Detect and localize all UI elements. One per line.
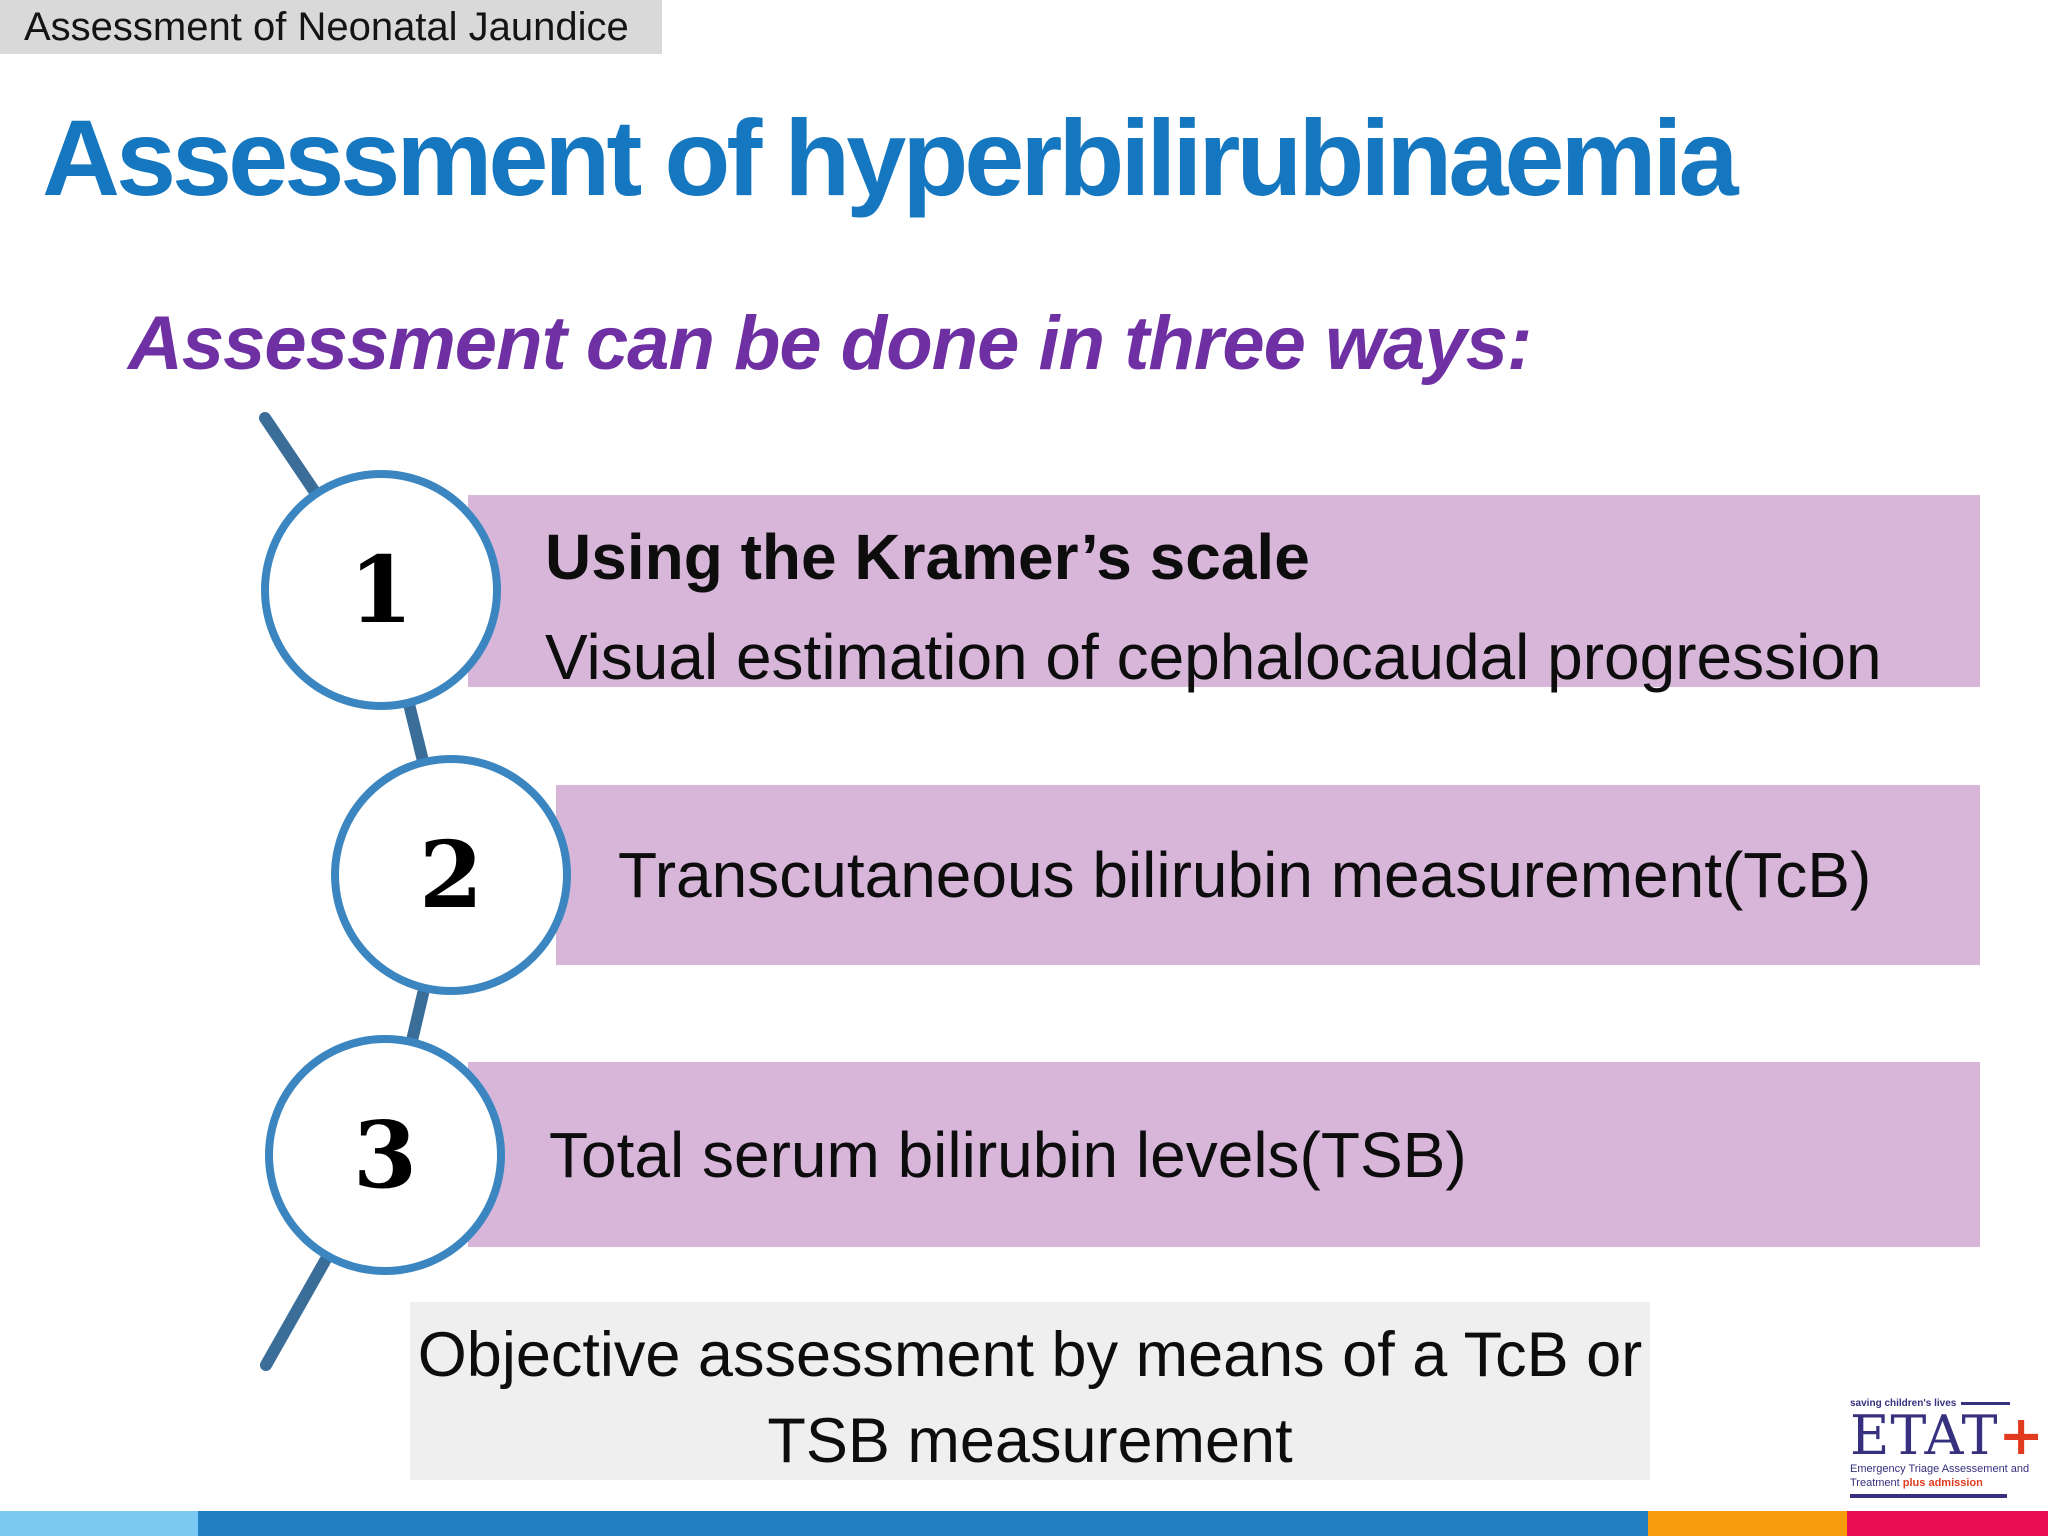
step-3-band: Total serum bilirubin levels(TSB) <box>468 1062 1980 1247</box>
etat-logo-subtitle-2-navy: Treatment <box>1850 1477 1903 1489</box>
step-1-circle: 1 <box>261 470 501 710</box>
bar-segment-crimson <box>1847 1511 2048 1536</box>
corner-tag: Assessment of Neonatal Jaundice <box>0 0 662 54</box>
etat-logo-tagline-row: saving children's lives <box>1850 1398 2010 1409</box>
step-2-description: Transcutaneous bilirubin measurement(TcB… <box>618 839 1872 911</box>
step-3-description: Total serum bilirubin levels(TSB) <box>549 1118 1467 1191</box>
bar-segment-orange <box>1648 1511 1847 1536</box>
step-1-description: Visual estimation of cephalocaudal progr… <box>545 621 1882 693</box>
bar-segment-lightblue <box>0 1511 198 1536</box>
step-3-circle: 3 <box>265 1035 505 1275</box>
subtitle: Assessment can be done in three ways: <box>128 301 1532 386</box>
note-line-1: Objective assessment by means of a TcB o… <box>417 1320 1643 1390</box>
etat-logo-wordmark: ETAT+ <box>1850 1408 2044 1463</box>
etat-logo-subtitle-2: Treatment plus admission <box>1850 1476 2010 1490</box>
etat-logo-subtitle-2-red: plus admission <box>1902 1477 1983 1489</box>
etat-logo: saving children's lives ETAT+ Emergency … <box>1850 1398 2044 1498</box>
step-1-number: 1 <box>348 536 413 644</box>
step-2-band: Transcutaneous bilirubin measurement(TcB… <box>556 785 1980 965</box>
step-2-circle: 2 <box>331 755 571 995</box>
etat-logo-tagline: saving children's lives <box>1850 1398 1957 1409</box>
bar-segment-blue <box>198 1511 1648 1536</box>
bottom-color-bar <box>0 1511 2048 1536</box>
note-line-2: TSB measurement <box>767 1406 1293 1476</box>
etat-logo-wordmark-text: ETAT <box>1850 1404 1999 1467</box>
step-1-heading: Using the Kramer’s scale <box>545 521 1310 593</box>
etat-logo-tagline-rule <box>1961 1402 2010 1405</box>
etat-logo-plus: + <box>1998 1403 2045 1467</box>
note-box: Objective assessment by means of a TcB o… <box>410 1302 1650 1480</box>
step-3-number: 3 <box>352 1101 417 1209</box>
step-1-band: Using the Kramer’s scale Visual estimati… <box>468 495 1980 693</box>
etat-logo-baseline-rule <box>1850 1494 2007 1498</box>
page-title: Assessment of hyperbilirubinaemia <box>42 97 1739 218</box>
step-2-number: 2 <box>418 821 483 929</box>
etat-logo-subtitle-1: Emergency Triage Assessement and <box>1850 1463 2030 1475</box>
